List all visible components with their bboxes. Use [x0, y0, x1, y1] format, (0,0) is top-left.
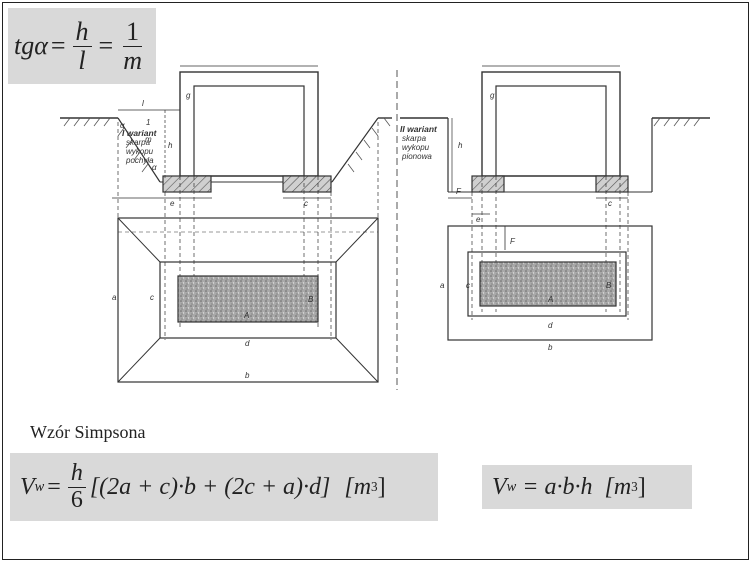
unit-close: ] [637, 473, 646, 500]
label-d: d [548, 321, 553, 330]
label-A: A [547, 295, 553, 304]
plan-diagonal [335, 337, 379, 383]
label-g: g [186, 91, 191, 100]
frac-numerator: h [67, 461, 86, 488]
label-slope-num: 1 [146, 118, 150, 127]
label-F2: F [510, 237, 516, 246]
equals-sign: = [98, 31, 114, 60]
label-c: c [608, 199, 612, 208]
variant-label: skarpa [402, 134, 427, 143]
label-c-plan: c [466, 281, 470, 290]
building-inner-wall [193, 85, 305, 177]
building-outer-wall [481, 71, 621, 177]
volume-symbol: V [20, 473, 35, 500]
tangent-formula: tgα = h l = 1 m [8, 8, 156, 84]
label-e: e [170, 199, 175, 208]
volume-subscript: w [34, 478, 45, 495]
variant-label: I wariant [122, 128, 158, 138]
label-b: b [245, 371, 250, 380]
simpson-body: [(2a + c)·b + (2c + a)·d] [89, 473, 331, 500]
slope-hatch-right [347, 117, 391, 173]
volume-subscript: w [506, 478, 517, 495]
left-diagram [60, 65, 392, 383]
plan-diagonal [335, 217, 379, 263]
plan-bottom-rect [159, 261, 337, 339]
plan-outer-rect [447, 225, 653, 341]
plan-building-footprint [479, 261, 617, 307]
right-diagram [400, 65, 710, 341]
label-g: g [490, 91, 495, 100]
left-labels: I wariant skarpa wykopu pochyła l α α 1 … [112, 91, 314, 380]
footing-right [282, 175, 332, 193]
footing-left [162, 175, 212, 193]
box-body: = a·b·h [522, 473, 593, 500]
fraction-h-over-l: h l [72, 18, 92, 75]
building-outer-wall [179, 71, 319, 177]
label-a: a [112, 293, 117, 302]
frac-numerator: h [72, 18, 92, 47]
variant-label: wykopu [402, 143, 430, 152]
frac-numerator: 1 [123, 18, 143, 47]
footing-left [471, 175, 505, 193]
plan-diagonal [117, 337, 161, 383]
simpson-title: Wzór Simpsona [30, 422, 146, 442]
label-l: l [142, 99, 144, 108]
label-e: e [476, 215, 481, 224]
slope-right [331, 117, 379, 183]
equals-sign: = [50, 31, 66, 60]
label-c-plan: c [150, 293, 154, 302]
label-F: F [456, 187, 462, 196]
plan-outer-rect [117, 217, 379, 383]
fraction-1-over-m: 1 m [120, 18, 145, 74]
unit-exponent: 3 [371, 479, 378, 494]
label-B: B [308, 295, 314, 304]
variant-label: pionowa [401, 152, 432, 161]
tangent-lhs: tgα [14, 31, 48, 60]
unit-open: [m [604, 473, 632, 500]
slope-hatch-left [63, 117, 149, 173]
label-alpha: α [120, 121, 125, 130]
label-B: B [606, 281, 612, 290]
building-inner-wall [495, 85, 607, 177]
footing-right [595, 175, 629, 193]
plan-building-footprint [177, 275, 319, 323]
label-h: h [458, 141, 463, 150]
label-a: a [440, 281, 445, 290]
label-h: h [168, 141, 173, 150]
equals-sign: = [47, 473, 61, 500]
label-slope-den: m [145, 135, 152, 144]
slope-left [117, 117, 161, 183]
pit-hatch [653, 117, 701, 127]
plan-bottom-rect [467, 251, 627, 317]
frac-denominator: l [78, 45, 86, 75]
unit-close: ] [377, 473, 386, 500]
variant-label: pochyła [125, 156, 154, 165]
plan-diagonal [117, 217, 161, 263]
frac-denominator: m [123, 45, 142, 75]
unit-exponent: 3 [631, 479, 638, 494]
unit-open: [m [344, 473, 372, 500]
frac-denominator: 6 [70, 486, 83, 513]
variant-label: II wariant [400, 124, 438, 134]
fraction-h-over-6: h 6 [67, 461, 86, 513]
volume-symbol: V [492, 473, 507, 500]
label-d: d [245, 339, 250, 348]
variant-label: skarpa [126, 138, 151, 147]
label-alpha: α [152, 163, 157, 172]
variant-label: wykopu [126, 147, 154, 156]
label-b: b [548, 343, 553, 352]
label-A: A [243, 311, 249, 320]
label-c: c [304, 199, 308, 208]
right-labels: II wariant skarpa wykopu pionowa h g F c… [400, 91, 612, 352]
